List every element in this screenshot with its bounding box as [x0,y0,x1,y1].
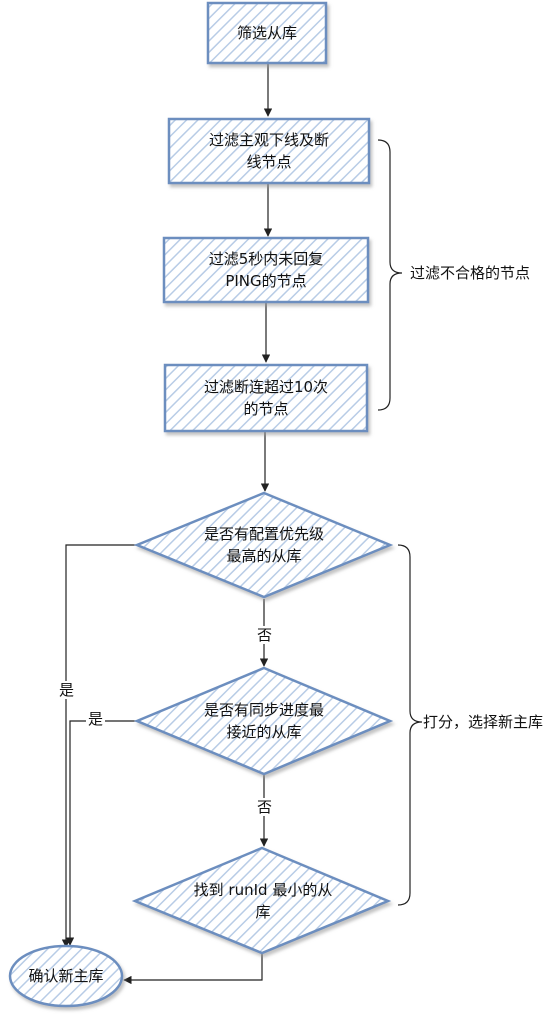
node-decision-runid-shape [131,846,392,955]
node-decision-priority-label: 是否有配置优先级 最高的从库 [203,525,324,565]
node-filter-disconnect-label: 过滤断连超过10次 的节点 [203,378,329,418]
edge-sync-yes [65,720,137,946]
filter-group-brace [377,139,403,411]
node-filter-offline-label: 过滤主观下线及断 线节点 [208,131,329,171]
node-filter-offline-shape [167,117,371,185]
node-filter-disconnect-shape [163,363,369,433]
node-confirm-master-shape [8,944,124,1008]
node-filter-ping-shape [162,236,370,304]
node-select-replica-label: 筛选从库 [236,24,297,42]
node-decision-sync-label: 是否有同步进度最 接近的从库 [203,701,324,741]
group-label-filter: 过滤不合格的节点 [410,264,531,282]
node-select-replica-shape [206,1,328,65]
edge-label-priority-no: 否 [255,626,275,644]
edge-label-sync-yes: 是 [86,710,106,728]
node-filter-ping-label: 过滤5秒内未回复 PING的节点 [208,250,324,290]
group-label-score: 打分，选择新主库 [423,713,544,731]
edge-label-priority-yes: 是 [57,681,77,699]
edge-label-sync-no: 否 [255,798,275,816]
edge-runid-to-confirm [123,953,263,985]
node-decision-priority-shape [133,491,394,599]
edge-priority-yes [61,544,137,948]
score-group-brace [397,544,423,906]
node-decision-runid-label: 找到 runId 最小的从 库 [193,881,333,921]
node-confirm-master-label: 确认新主库 [28,967,104,985]
node-decision-sync-shape [133,666,394,776]
